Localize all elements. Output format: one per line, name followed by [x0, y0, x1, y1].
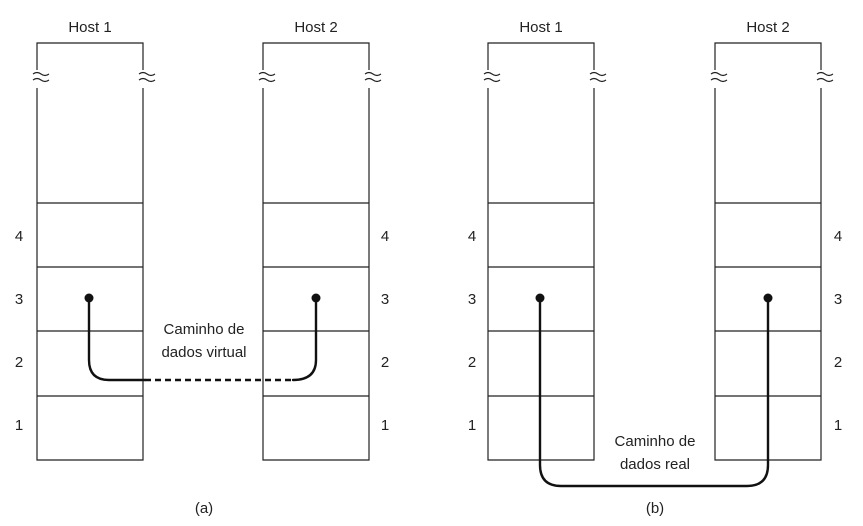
virtual-path-label-line2: dados virtual [161, 344, 246, 361]
layer-number-b-left-2: 2 [468, 354, 476, 371]
real-path-label-line2: dados real [620, 456, 690, 473]
endpoint-dot-b-host2 [763, 293, 773, 303]
host1-stack-a: Host 1 [32, 19, 156, 461]
caption-b: (b) [646, 500, 664, 517]
layer-number-a-left-2: 2 [15, 354, 23, 371]
virtual-path-label-line1: Caminho de [164, 321, 245, 338]
host2-stack-a: Host 2 [258, 19, 382, 461]
layer-number-a-right-2: 2 [381, 354, 389, 371]
layer-number-b-left-3: 3 [468, 291, 476, 308]
layer-number-b-right-3: 3 [834, 291, 842, 308]
diagram-a: Host 1 Host 2 4 3 2 1 4 3 [15, 19, 389, 517]
layer-number-a-left-1: 1 [15, 417, 23, 434]
endpoint-dot-b-host1 [535, 293, 545, 303]
layer-number-b-right-1: 1 [834, 417, 842, 434]
virtual-path-left-segment [87, 296, 147, 382]
diagram-b: Host 1 Host 2 4 3 2 1 4 3 [468, 19, 842, 517]
layer-number-a-right-1: 1 [381, 417, 389, 434]
endpoint-dot-a-host2 [311, 293, 321, 303]
layer-number-a-right-4: 4 [381, 228, 389, 245]
layer-number-b-right-2: 2 [834, 354, 842, 371]
layer-number-a-left-3: 3 [15, 291, 23, 308]
host1-label-a: Host 1 [68, 19, 111, 36]
host2-label-b: Host 2 [746, 19, 789, 36]
layer-number-b-right-4: 4 [834, 228, 842, 245]
layer-number-a-right-3: 3 [381, 291, 389, 308]
layer-number-b-left-4: 4 [468, 228, 476, 245]
caption-a: (a) [195, 500, 213, 517]
virtual-path-right-segment [291, 296, 318, 382]
real-path-label-line1: Caminho de [615, 433, 696, 450]
layer-number-a-left-4: 4 [15, 228, 23, 245]
host2-stack-b: Host 2 [710, 19, 834, 461]
endpoint-dot-a-host1 [84, 293, 94, 303]
layer-number-b-left-1: 1 [468, 417, 476, 434]
host2-label-a: Host 2 [294, 19, 337, 36]
host1-stack-b: Host 1 [483, 19, 607, 461]
real-path [538, 296, 770, 488]
host1-label-b: Host 1 [519, 19, 562, 36]
